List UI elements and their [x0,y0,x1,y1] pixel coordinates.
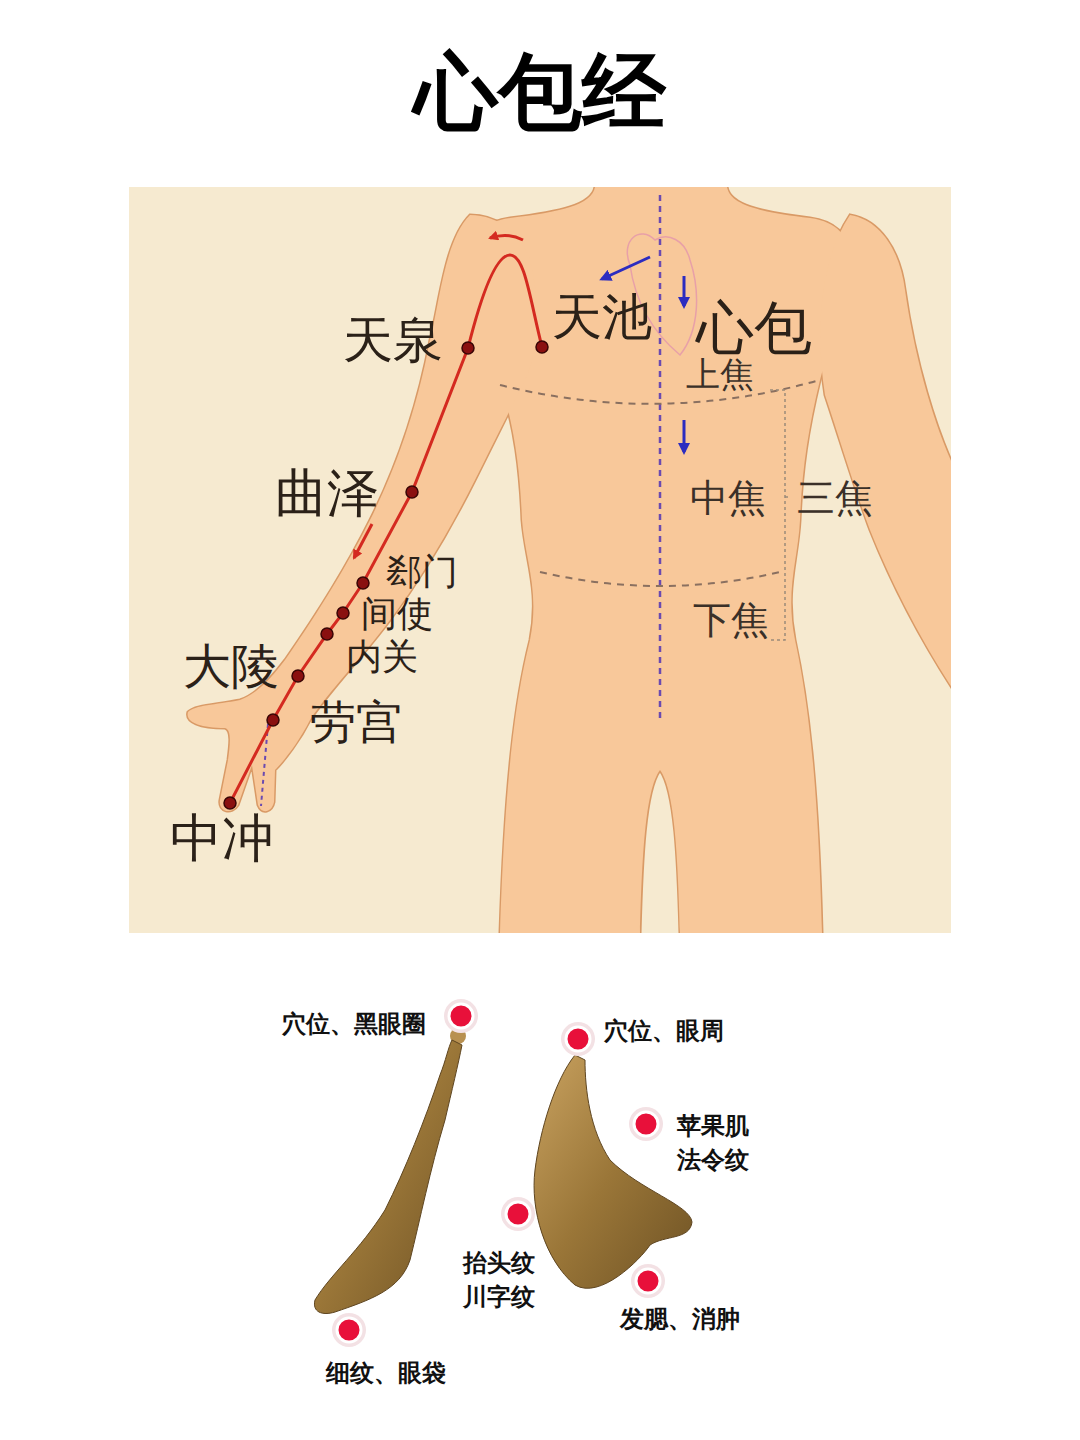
acupoint-label: 大陵 [183,640,279,693]
region-label: 三焦 [797,478,873,520]
flow-arrow [602,257,650,279]
acupoint-label: 劳宫 [310,697,402,748]
direction-arrow [490,235,523,240]
acupoint-label: 天泉 [343,313,443,368]
organ-label: 心包 [696,297,812,361]
tool-note: 穴位、黑眼圈 [282,1008,426,1042]
bracket [770,390,791,640]
acupoint-dots [224,341,548,809]
guasha-tool [534,1055,692,1288]
tool-note: 细纹、眼袋 [326,1357,446,1391]
lower-division [540,572,780,586]
flow-arrow [683,420,686,452]
meridian-line [230,255,542,803]
center-dashed-line [659,195,662,722]
region-label: 上焦 [686,356,754,393]
marker-dots [332,999,665,1347]
acupoint-label: 曲泽 [275,465,379,522]
region-label: 下焦 [693,600,769,642]
acupoint-label: 中冲 [170,810,274,867]
guasha-tool [314,1028,466,1314]
acupoint-label: 天池 [552,290,652,345]
region-label: 中焦 [690,478,766,520]
acupoint-label: 内关 [346,637,418,677]
tool-note: 发腮、消肿 [620,1303,740,1337]
tool-note: 苹果肌 法令纹 [677,1110,759,1177]
page-title: 心包经 [0,46,1080,138]
tool-note: 穴位、眼周 [604,1015,724,1049]
tool-note: 抬头纹 川字纹 [463,1247,545,1314]
body-figure [188,187,951,933]
acupoint-label: 间使 [361,594,433,634]
direction-arrow [354,524,372,558]
acupoint-label: 郄门 [386,552,458,592]
upper-division [500,380,820,404]
flow-arrow [683,276,686,306]
